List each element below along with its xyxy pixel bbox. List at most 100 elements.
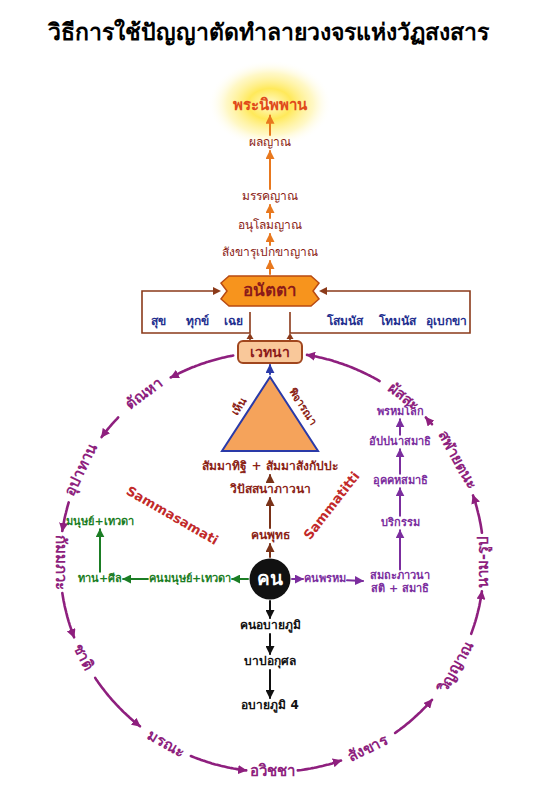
node-text: ตัณหา: [122, 375, 166, 414]
node-text: คนมนุษย์+เทวดา: [149, 573, 231, 586]
node-text: วิปัสสนาภาวนา: [230, 483, 311, 497]
connector-arrow: [473, 495, 482, 532]
node-text: อุคคหสมาธิ: [373, 475, 428, 488]
free-label: อุเบกขา: [426, 315, 467, 328]
connector-arrow: [292, 578, 303, 580]
diagram-title: วิธีการใช้ปัญญาตัดทำลายวงจรแห่งวัฏสงสาร: [48, 14, 489, 50]
goal-node: พระนิพพาน: [233, 97, 307, 114]
node-text: มนุษย์+เทวดา: [66, 516, 133, 529]
node-text: มรณะ: [144, 726, 187, 761]
triangle-shape: [222, 377, 318, 451]
connector-arrow: [269, 544, 271, 557]
connector-arrow: [399, 488, 401, 515]
arrowhead: [213, 287, 221, 295]
connector-arrow: [102, 417, 119, 437]
node-text: อนุโลมญาณ: [238, 219, 302, 233]
node-text: สังขาร: [346, 732, 391, 766]
connector-arrow: [62, 502, 68, 531]
free-label: โทมนัส: [379, 315, 416, 328]
connector-arrow: [232, 578, 248, 580]
node-text: อัปปนาสมาธิ: [369, 436, 431, 449]
path-text: คนมนุษย์+เทวดา: [149, 573, 231, 586]
node-text: อุปาทาน: [62, 441, 102, 498]
arrowhead: [287, 333, 294, 339]
insight-triangle: เห็นพิจารณา: [220, 375, 320, 453]
node-text: ชาติ: [69, 641, 97, 674]
connector-arrow: [99, 529, 101, 571]
connector-arrow: [171, 356, 234, 378]
node-text: สังขารุเปกขาญาณ: [222, 246, 318, 260]
cycle-link: อุปาทาน: [62, 441, 102, 498]
node-text: คนอบายภูมิ: [240, 619, 301, 633]
path-text: อุคคหสมาธิ: [373, 475, 428, 488]
connector-arrow: [269, 670, 271, 698]
stage-text: สังขารุเปกขาญาณ: [222, 246, 318, 260]
node-text: กัมมภวะ: [51, 535, 68, 590]
node-text: อวิชชา: [250, 763, 295, 780]
cycle-link: วิญญาณ: [434, 638, 477, 695]
anatta-banner: อนัตตา: [220, 275, 320, 307]
path-text: สมถะภาวนา สติ + สมาธิ: [364, 570, 436, 595]
connector-arrow: [471, 591, 482, 634]
free-label: Sammatitti: [301, 469, 362, 542]
free-label: Sammasamati: [124, 484, 221, 548]
connector-arrow: [269, 205, 271, 218]
bracket-line: [142, 291, 215, 312]
connector-arrow: [399, 449, 401, 473]
path-text: คนอบายภูมิ: [240, 619, 301, 633]
arrowhead: [319, 287, 327, 295]
cycle-link: อวิชชา: [250, 763, 295, 780]
connector-arrow: [269, 261, 271, 274]
stage-text: ผลญาณ: [249, 136, 291, 150]
node-text: เวทนา: [250, 344, 290, 360]
connector-arrow: [395, 700, 432, 733]
stage-text: อนุโลมญาณ: [238, 219, 302, 233]
path-text: บริกรรม: [381, 517, 420, 530]
connector-arrow: [95, 678, 140, 726]
path-text: ทาน+ศีล: [78, 573, 122, 586]
free-label: ทุกข์: [186, 315, 209, 328]
banner-shape: [221, 276, 319, 306]
node-text: คนพรหม: [304, 573, 346, 586]
connector-arrow: [62, 593, 74, 637]
cycle-link: สังขาร: [346, 732, 391, 766]
cycle-link: สฬายตนะ: [434, 428, 480, 492]
node-text: สัมมาทิฐิ + สัมมาสังกัปปะ: [202, 460, 337, 474]
cycle-link: มรณะ: [144, 726, 187, 761]
connector-arrow: [269, 151, 271, 189]
node-text: บาปอกุศล: [244, 655, 296, 669]
path-text: สัมมาทิฐิ + สัมมาสังกัปปะ: [202, 460, 337, 474]
cycle-link: ชาติ: [69, 641, 97, 674]
connector-arrow: [269, 475, 271, 482]
bracket-line: [290, 312, 470, 333]
node-text: บริกรรม: [381, 517, 420, 530]
connector-arrow: [298, 761, 341, 771]
nirvana-glow: [208, 60, 332, 148]
node-text: อนัตตา: [243, 281, 297, 301]
free-label: สุข: [151, 315, 166, 328]
node-text: พระนิพพาน: [233, 97, 307, 114]
cycle-link: กัมมภวะ: [51, 535, 68, 590]
node-text: คนพุทธ: [251, 529, 290, 543]
circle-shape: [250, 559, 291, 600]
node-text: ผลญาณ: [249, 136, 291, 150]
connector-arrow: [269, 634, 271, 654]
connector-arrow: [269, 365, 271, 374]
connector-arrow: [399, 530, 401, 569]
connector-arrow: [426, 417, 432, 424]
person-circle: คน: [249, 558, 291, 600]
cycle-link: นาม-รูป: [475, 536, 492, 588]
vedana-box: เวทนา: [237, 340, 303, 364]
node-text: ทาน+ศีล: [78, 573, 122, 586]
connector-arrow: [307, 355, 380, 381]
connector-arrow: [269, 601, 271, 618]
path-text: อบายภูมิ 4: [241, 699, 299, 713]
node-text: อบายภูมิ 4: [241, 699, 299, 713]
node-text: นาม-รูป: [475, 536, 492, 588]
free-label: เฉย: [224, 315, 243, 328]
path-text: วิปัสสนาภาวนา: [230, 483, 311, 497]
stage-text: มรรคญาณ: [242, 190, 298, 204]
node-text: สมถะภาวนา สติ + สมาธิ: [364, 570, 436, 595]
node-text: คน: [257, 568, 283, 590]
